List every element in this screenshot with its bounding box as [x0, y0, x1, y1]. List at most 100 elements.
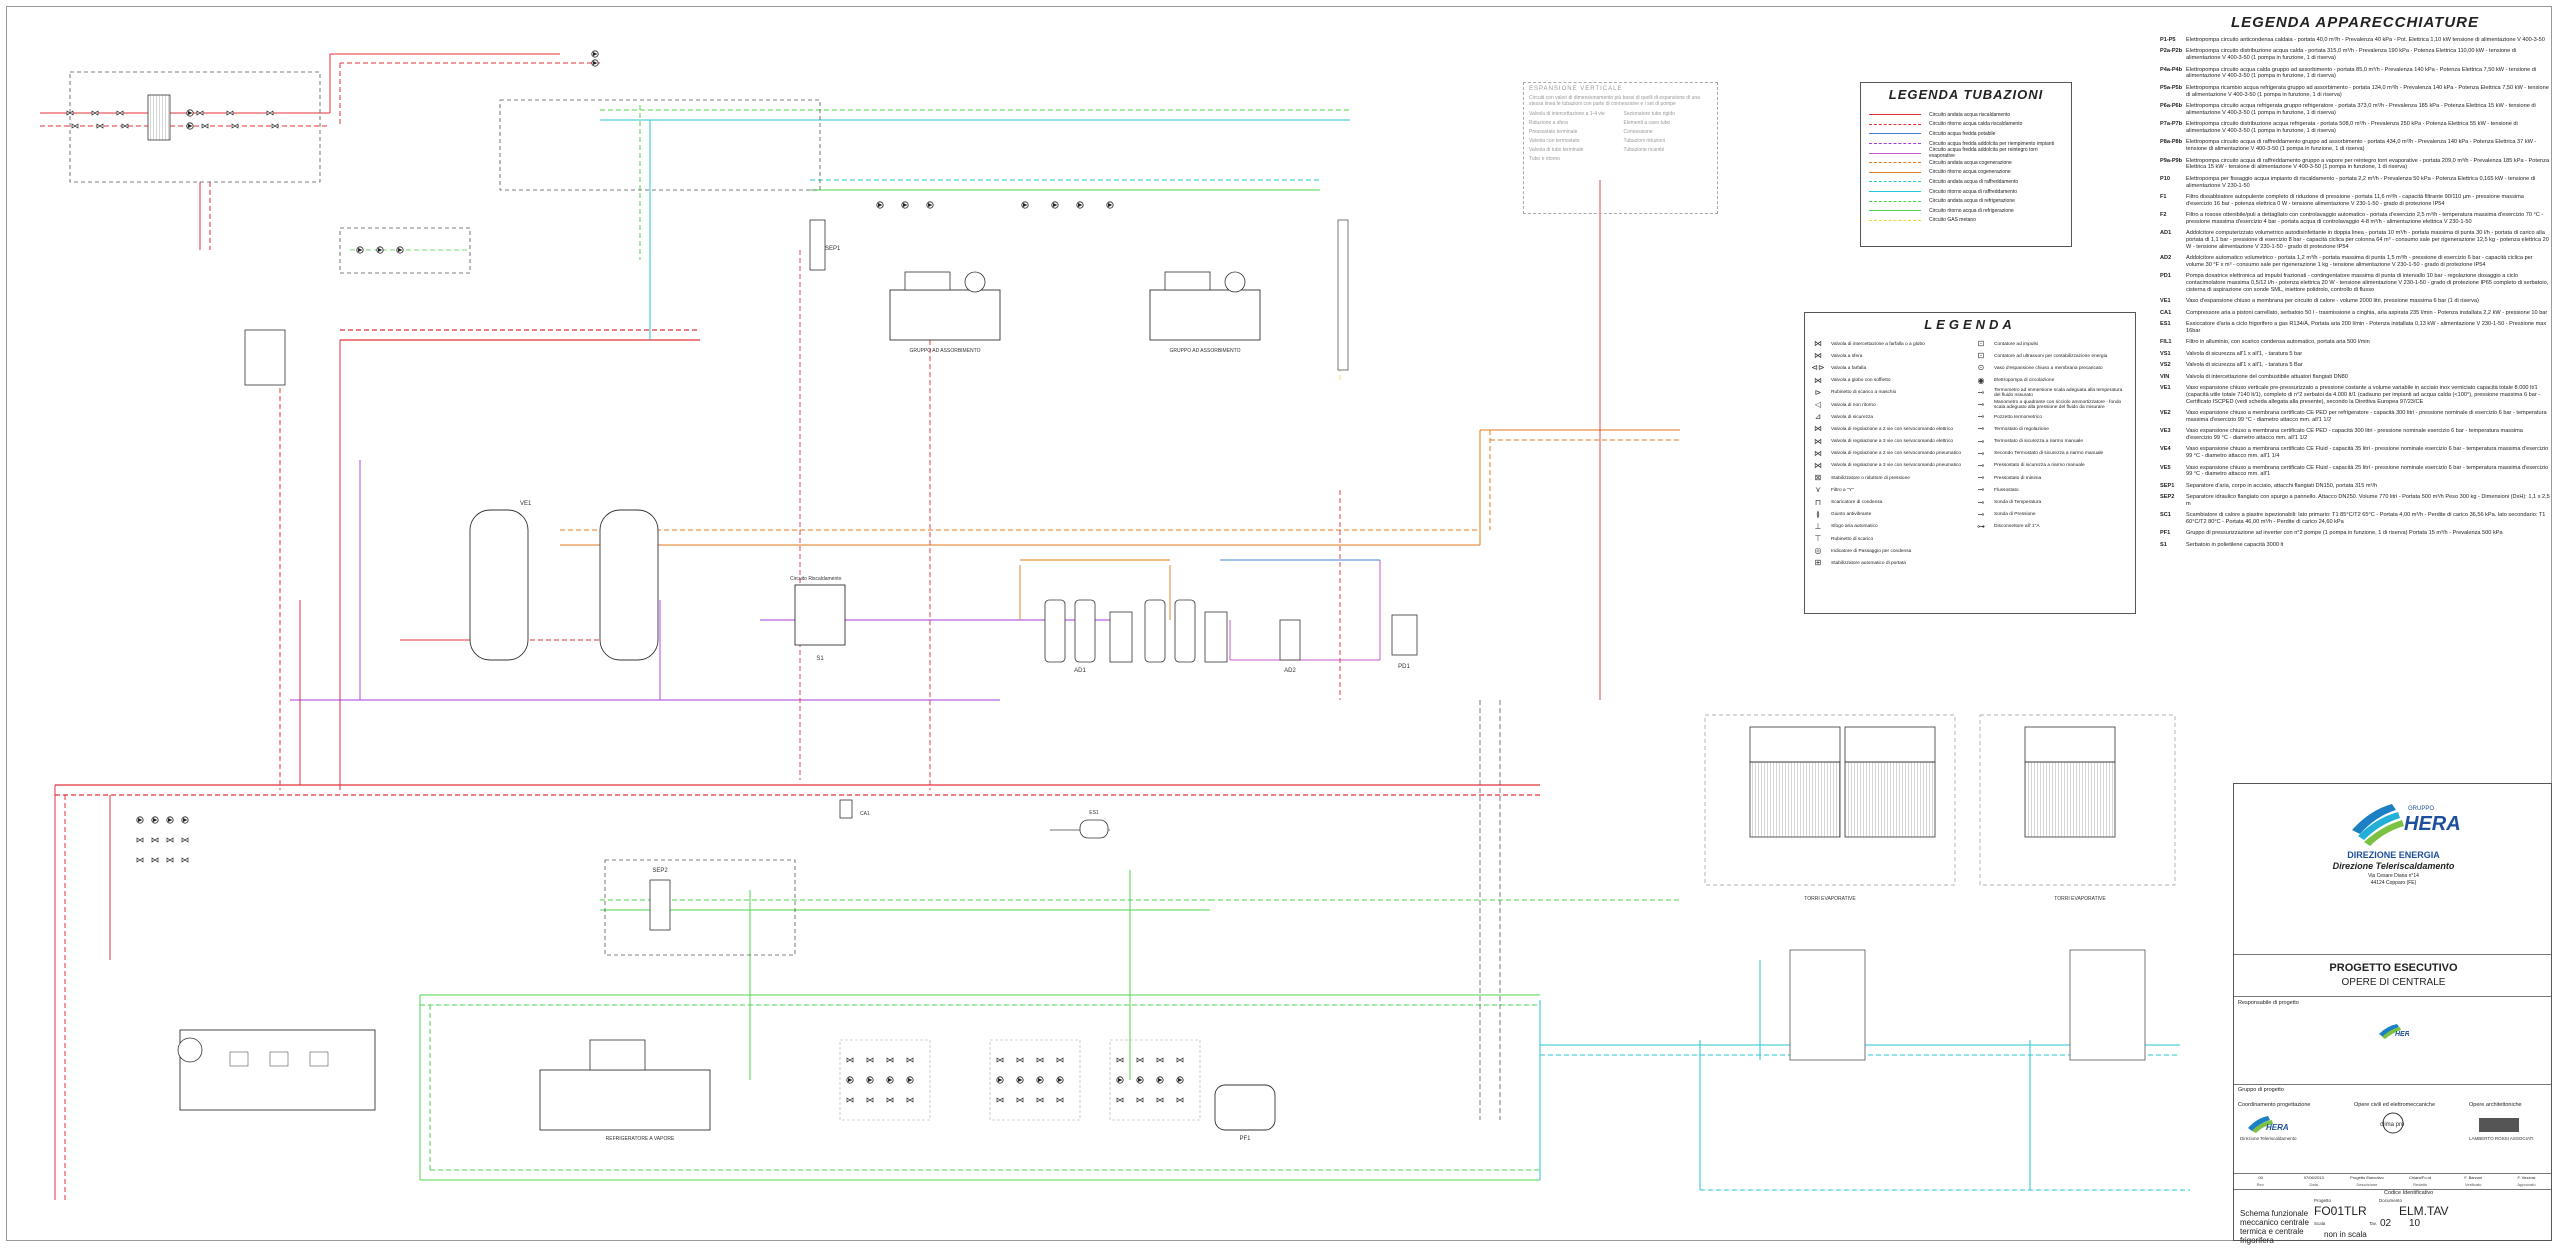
pump-arrow-icon [868, 1078, 873, 1082]
expansion-item: Sezionatore tubo rigido [1623, 111, 1675, 117]
valve-icon [71, 123, 79, 129]
equipment-desc: Elettropompa per fissaggio acqua impiant… [2186, 175, 2536, 189]
svg-text:GRUPPO: GRUPPO [2408, 806, 2434, 812]
equipment-code: VS2 [2160, 362, 2171, 369]
equipment-desc: Vaso d'espansione chiuso a membrana per … [2186, 298, 2479, 305]
brine-tank [1204, 611, 1228, 663]
ve1-vessel [469, 509, 529, 661]
pipe-legend-title: LEGENDA TUBAZIONI [1888, 87, 2044, 102]
expansion-item: Pressostato terminale [1529, 129, 1578, 135]
symbol-label: Pressostato di minima [1994, 475, 2042, 481]
svg-text:HERA: HERA [2404, 813, 2461, 835]
symbol-legend-row: ⊸Sonda di Temperatura [1974, 496, 2129, 508]
absorption-top [904, 271, 951, 291]
firm-3: LAMBERTO ROSSI ASSOCIATI [2469, 1136, 2534, 1141]
symbol-label: Valvola di regolazione a 3 vie con servo… [1831, 439, 1954, 445]
equipment-code: VS1 [2160, 350, 2171, 357]
valve-icon [1016, 1057, 1024, 1063]
revision-header: Redatto [2413, 1182, 2428, 1187]
symbol-legend-row: ⋈ Valvola di regolazione a 3 vie con serv… [1811, 436, 1966, 448]
absorption-drum [964, 271, 986, 293]
exchanger-group-box [69, 71, 321, 183]
pipe-label: Circuito ritorno acqua cogenerazione [1929, 169, 2011, 176]
pump-arrow-icon [848, 1078, 853, 1082]
valve-icon [231, 123, 239, 129]
pump-arrow-icon [1038, 1078, 1043, 1082]
pressure-stabilizer-icon: ⊠ [1814, 473, 1822, 483]
valve-icon [91, 110, 99, 116]
symbol-label: Stabilizzatore o riduttore di pressione [1831, 475, 1910, 481]
symbol-legend-row: ⋈Valvola a globo con soffietto [1811, 375, 1966, 387]
equipment-code: VE4 [2160, 446, 2171, 453]
valve-icon [271, 123, 279, 129]
globe-valve-icon: ⋈ [1814, 375, 1822, 385]
revision-cell: Chiara/Fo.rd [2408, 1175, 2432, 1180]
symbol-legend-row: ⊸Termometro ad immersione scala adeguata… [1974, 387, 2129, 399]
equipment-code: AD2 [2160, 255, 2172, 262]
tower-basin [1789, 949, 1866, 1061]
three-way-valve-icon: ⋈ [1814, 436, 1822, 446]
valve-icon [1116, 1057, 1124, 1063]
equipment-layer [66, 50, 2176, 1131]
symbol-label: Sonda di Temperatura [1994, 500, 2042, 506]
sep2-separator [649, 879, 671, 931]
pump-arrow-icon [138, 818, 143, 822]
symbol-label: Valvola di non ritorno [1831, 402, 1876, 408]
valve-icon [996, 1097, 1004, 1103]
documento-code: ELM.TAV [2399, 1204, 2449, 1218]
valve-icon [1116, 1097, 1124, 1103]
symbol-legend-row: ⊥Sfogo aria automatico [1811, 521, 1966, 533]
pipe-legend-row: Circuito GAS metano [1869, 216, 2063, 226]
tower-fill [1749, 761, 1841, 838]
symbol-legend-row: ⊸Pozzetto termometrico [1974, 411, 2129, 423]
symbol-label: Rubinetto di scarico [1831, 536, 1874, 542]
valve-icon [201, 123, 209, 129]
symbol-legend-row: ⊸Flussostato [1974, 484, 2129, 496]
revision-cell: F. Barzoni [2464, 1175, 2483, 1180]
division: Direzione Teleriscaldamento [2332, 861, 2455, 871]
symbol-legend-row: ⊳Rubinetto di scarico a maschio [1811, 387, 1966, 399]
symbol-label: Rubinetto di scarico a maschio [1831, 390, 1897, 396]
valve-icon [886, 1057, 894, 1063]
pump-arrow-icon [903, 203, 908, 207]
pipe-label: Circuito acqua fredda potabile [1929, 130, 1996, 137]
valve-icon [151, 837, 159, 843]
ve2-vessel [599, 509, 659, 661]
equipment-code: P8a-P8b [2160, 139, 2183, 146]
symbol-legend-row: ⊸Manometro a quadrante con ricciolo ammo… [1974, 399, 2129, 411]
anti-vibration-joint-icon: ≬ [1816, 509, 1820, 519]
equipment-desc: Filtro dissabbiatore autopulente complet… [2186, 193, 2524, 207]
boiler-pump-box [339, 227, 471, 274]
valve-icon [1136, 1097, 1144, 1103]
symbol-legend-row: ⊸Termostato di sicurezza a riarmo manual… [1974, 436, 2129, 448]
valve-icon [1156, 1097, 1164, 1103]
symbol-legend-row: ⋈Valvola di intercettazione a farfalla o… [1811, 338, 1966, 350]
valve-icon [151, 857, 159, 863]
tav-label: Tav. [2369, 1221, 2377, 1226]
valve-icon [166, 857, 174, 863]
firm-2: clima pro [2380, 1122, 2405, 1128]
absorption-note-2: GRUPPO AD ASSORBIMENTO [1169, 348, 1240, 354]
department: DIREZIONE ENERGIA [2347, 850, 2440, 860]
equipment-desc: Vaso espansione chiuso a membrana certif… [2186, 464, 2549, 478]
tower-top [1844, 726, 1936, 763]
hera-small-logo: HERA [2379, 1024, 2409, 1039]
group-label: Gruppo di progetto [2238, 1087, 2284, 1093]
symbol-label: Vaso d'espansione chiuso a membrana prec… [1994, 365, 2103, 371]
pipe-swatch [1869, 171, 1921, 173]
symbol-legend-row: ⊿Valvola di sicurezza [1811, 411, 1966, 423]
valve-icon [846, 1057, 854, 1063]
equipment-desc: Elettropompa circuito acqua di raffredda… [2186, 157, 2550, 171]
chiller-unit-1 [179, 1029, 376, 1111]
expansion-note-box: ESPANSIONE VERTICALE Circuiti con valori… [1523, 82, 1718, 214]
